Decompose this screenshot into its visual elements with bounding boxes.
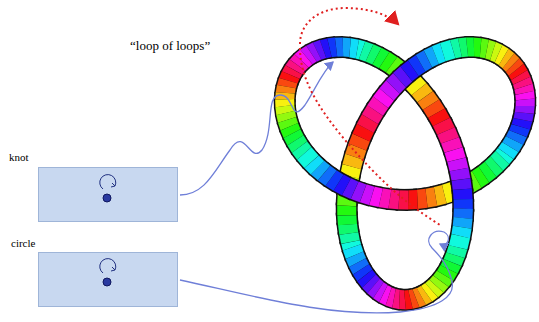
wavy-arrow bbox=[180, 62, 333, 195]
diagram-box: circle bbox=[38, 252, 178, 307]
dotted-path bbox=[300, 48, 440, 225]
diagram-box: knot bbox=[38, 167, 178, 222]
box-label: circle bbox=[11, 237, 35, 249]
tube-segment bbox=[458, 236, 461, 247]
tube-outline bbox=[458, 236, 461, 247]
tube-segment bbox=[443, 49, 453, 52]
box-label: knot bbox=[9, 151, 29, 163]
tube-segment bbox=[304, 154, 311, 162]
title: “loop of loops” bbox=[130, 38, 210, 54]
dotted-path-arrow bbox=[300, 8, 398, 44]
tube-outline bbox=[443, 49, 453, 52]
wavy-arrow bbox=[180, 231, 452, 313]
tube-outline bbox=[304, 154, 311, 162]
